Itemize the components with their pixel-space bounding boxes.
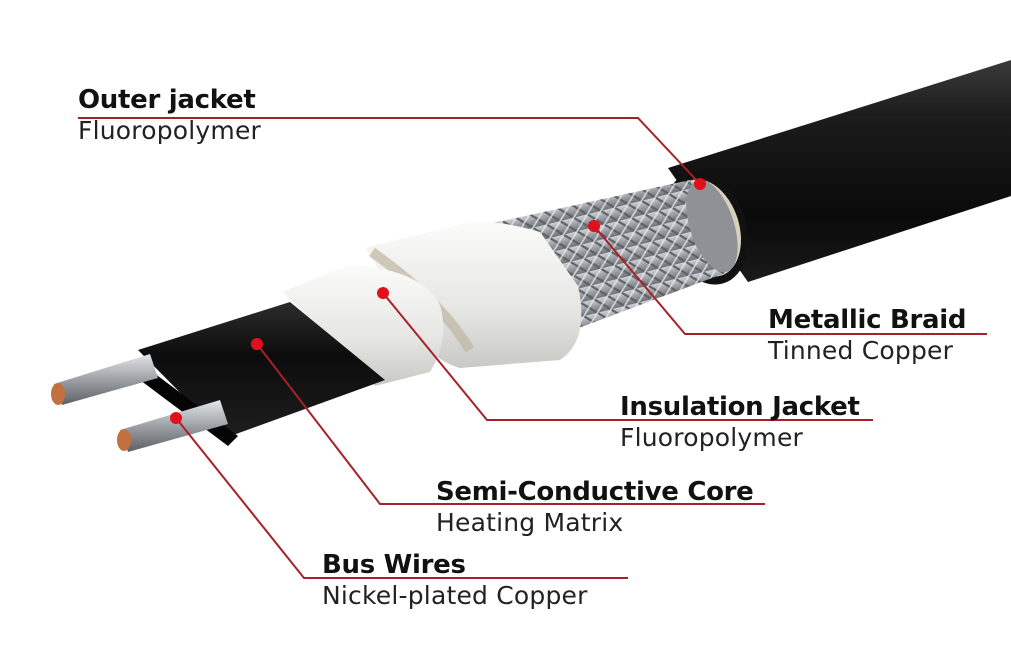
leader-outer-jacket [78, 117, 701, 185]
outer-jacket-subtitle: Fluoropolymer [78, 116, 262, 145]
insulation-jacket-part [282, 221, 582, 386]
bus-wires-title: Bus Wires [322, 550, 466, 580]
leader-semi-conductive-core [256, 343, 765, 505]
metallic-braid-title: Metallic Braid [768, 305, 967, 335]
metallic-braid-subtitle: Tinned Copper [768, 336, 954, 365]
semi-conductive-core-title: Semi-Conductive Core [436, 477, 754, 507]
semi-conductive-core-label: Semi-Conductive Core Heating Matrix [436, 476, 754, 538]
bus-wires-part [51, 354, 228, 452]
leader-metallic-braid [593, 225, 987, 335]
insulation-jacket-title: Insulation Jacket [620, 392, 860, 422]
bus-wires-label: Bus Wires Nickel-plated Copper [322, 549, 588, 611]
leader-insulation-jacket [382, 292, 873, 421]
marker-metallic-braid [588, 220, 600, 232]
outer-jacket-title: Outer jacket [78, 85, 256, 115]
marker-dots [170, 178, 706, 424]
insulation-jacket-label: Insulation Jacket Fluoropolymer [620, 391, 860, 453]
marker-insulation-jacket [377, 287, 389, 299]
semi-conductive-core-subtitle: Heating Matrix [436, 508, 624, 537]
leader-lines [78, 117, 987, 579]
metallic-braid-label: Metallic Braid Tinned Copper [768, 304, 967, 366]
marker-bus-wires [170, 412, 182, 424]
insulation-jacket-subtitle: Fluoropolymer [620, 423, 804, 452]
bus-wires-subtitle: Nickel-plated Copper [322, 581, 588, 610]
leader-bus-wires [175, 417, 628, 579]
marker-outer-jacket [694, 178, 706, 190]
marker-semi-conductive-core [251, 338, 263, 350]
outer-jacket-label: Outer jacket Fluoropolymer [78, 84, 261, 146]
